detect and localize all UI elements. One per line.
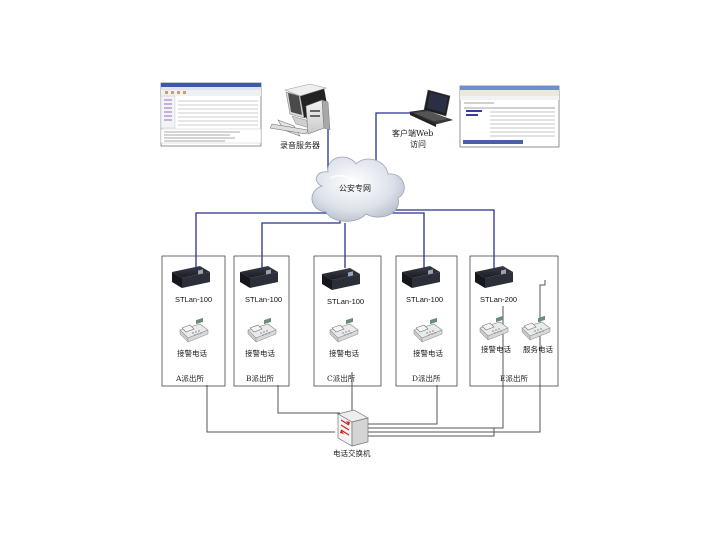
gateway-device-icon <box>475 266 513 288</box>
station-boxes <box>161 255 559 387</box>
phone-label: 接警电话 <box>245 348 275 358</box>
station-box-a <box>161 255 226 387</box>
desktop-computer-icon <box>269 83 331 137</box>
station-device-label: STLan-100 <box>327 297 364 306</box>
client-web-label-line2: 访问 <box>410 139 426 149</box>
phone-switch-icon <box>337 409 369 447</box>
station-name: A派出所 <box>175 373 204 383</box>
web-client-screenshot <box>459 85 560 148</box>
network-cloud-icon <box>311 156 405 222</box>
telephone-icon <box>329 317 359 343</box>
station-name: B派出所 <box>246 373 275 383</box>
telephone-icon <box>413 317 443 343</box>
gateway-device-icon <box>172 266 210 288</box>
recording-software-screenshot <box>160 82 262 147</box>
phone-label: 接警电话 <box>329 348 359 358</box>
station-box-d <box>395 255 458 387</box>
telephone-icon <box>179 317 209 343</box>
telephone-icon <box>521 315 551 341</box>
station-device-label: STLan-200 <box>480 295 517 304</box>
telephone-icon <box>247 317 277 343</box>
recording-server-label: 录音服务器 <box>280 140 320 150</box>
station-box-c <box>313 255 382 387</box>
phone-label: 服务电话 <box>523 344 553 354</box>
gateway-device-icon <box>402 266 440 288</box>
station-device-label: STLan-100 <box>245 295 282 304</box>
gateway-device-icon <box>240 266 278 288</box>
phone-label: 接警电话 <box>481 344 511 354</box>
laptop-icon <box>408 89 454 127</box>
phone-label: 接警电话 <box>177 348 207 358</box>
station-device-label: STLan-100 <box>406 295 443 304</box>
client-web-label-line1: 客户端Web <box>392 128 433 138</box>
telephone-icon <box>479 315 509 341</box>
station-device-label: STLan-100 <box>175 295 212 304</box>
gateway-device-icon <box>322 268 360 290</box>
station-name: D派出所 <box>412 373 441 383</box>
phone-lines <box>206 280 546 437</box>
station-box-e <box>469 255 559 387</box>
phone-switch-label: 电话交换机 <box>333 448 371 458</box>
network-label: 公安专网 <box>339 183 371 193</box>
phone-label: 接警电话 <box>413 348 443 358</box>
station-name: E派出所 <box>500 373 528 383</box>
station-name: C派出所 <box>327 373 356 383</box>
station-box-b <box>233 255 290 387</box>
